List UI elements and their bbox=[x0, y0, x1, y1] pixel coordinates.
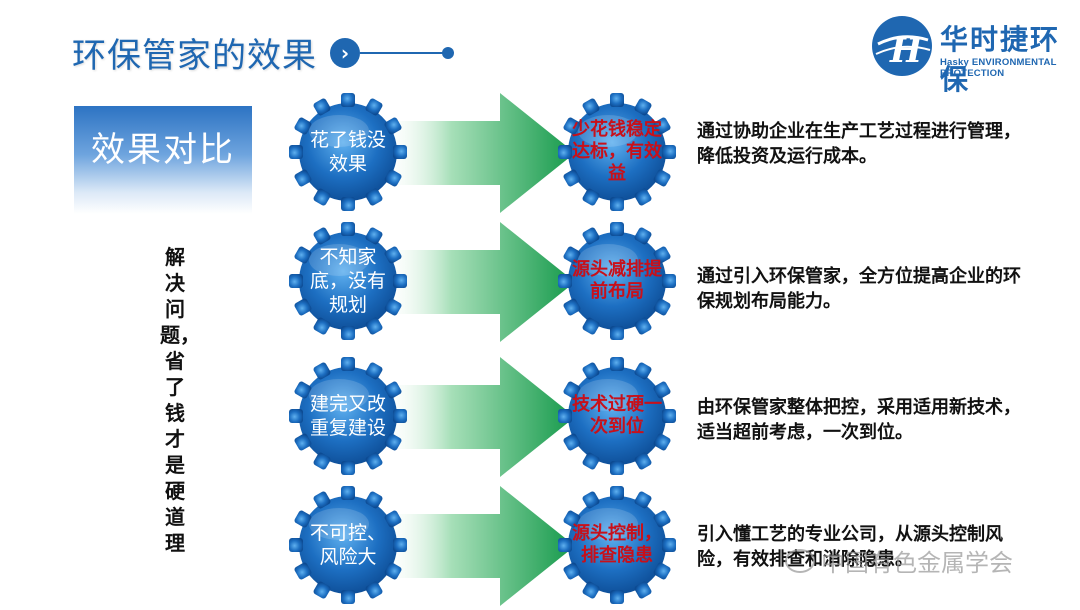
problem-gear: 花了钱没效果 bbox=[287, 91, 409, 213]
result-text: 源头控制，排查隐患 bbox=[572, 523, 662, 566]
comparison-row-3: 建完又改重复建设 技术过硬一次到位 由环保管家整体把控，采用适用新技术，适当超前… bbox=[0, 357, 1080, 477]
result-text: 技术过硬一次到位 bbox=[572, 394, 662, 437]
watermark: 中国有色金属学会 bbox=[785, 543, 1013, 578]
arrow-right-icon bbox=[385, 93, 575, 213]
result-gear: 源头减排提前布局 bbox=[556, 220, 678, 342]
result-text: 少花钱稳定达标，有效益 bbox=[572, 119, 662, 184]
brand-name-en: Hasky ENVIRONMENTAL PROTECTION bbox=[940, 57, 1057, 79]
brand-name-cn: 华时捷环保 bbox=[940, 23, 1061, 96]
problem-gear: 建完又改重复建设 bbox=[287, 355, 409, 477]
svg-text:H: H bbox=[889, 31, 924, 71]
row-description: 由环保管家整体把控，采用适用新技术，适当超前考虑，一次到位。 bbox=[697, 397, 1021, 443]
title-underline bbox=[360, 52, 446, 54]
result-gear: 技术过硬一次到位 bbox=[556, 355, 678, 477]
side-note: 解决问题，省了钱才是硬道理 bbox=[160, 245, 200, 555]
row-description: 通过引入环保管家，全方位提高企业的环保规划布局能力。 bbox=[697, 266, 1021, 312]
arrow-right-icon bbox=[385, 357, 575, 477]
problem-text: 花了钱没效果 bbox=[309, 129, 386, 175]
arrow-right-icon bbox=[385, 486, 575, 606]
page-title: 环保管家的效果 bbox=[72, 36, 317, 76]
comparison-row-1: 花了钱没效果 少花钱稳定达标，有效益 通过协助企业在生产工艺过程进行管理，降低投… bbox=[0, 93, 1080, 213]
watermark-text: 中国有色金属学会 bbox=[821, 549, 1013, 577]
comparison-row-2: 不知家底，没有规划 源头减排提前布局 通过引入环保管家，全方位提高企业的环保规划… bbox=[0, 222, 1080, 342]
chevron-right-icon: › bbox=[330, 38, 360, 68]
arrow-right-icon bbox=[385, 222, 575, 342]
problem-gear: 不知家底，没有规划 bbox=[287, 220, 409, 342]
row-description: 通过协助企业在生产工艺过程进行管理，降低投资及运行成本。 bbox=[697, 121, 1021, 167]
result-text: 源头减排提前布局 bbox=[572, 259, 662, 302]
problem-text: 不知家底，没有规划 bbox=[309, 246, 386, 316]
wechat-icon bbox=[785, 548, 815, 573]
problem-text: 不可控、风险大 bbox=[309, 522, 386, 568]
comparison-row-4: 不可控、风险大 源头控制，排查隐患 引入懂工艺的专业公司，从源头控制风险，有效排… bbox=[0, 486, 1080, 606]
result-gear: 源头控制，排查隐患 bbox=[556, 484, 678, 606]
title-dot bbox=[442, 47, 454, 59]
problem-gear: 不可控、风险大 bbox=[287, 484, 409, 606]
problem-text: 建完又改重复建设 bbox=[309, 393, 386, 439]
brand-logo-icon: H bbox=[872, 16, 932, 76]
compare-label-box: 效果对比 bbox=[74, 106, 252, 214]
result-gear: 少花钱稳定达标，有效益 bbox=[556, 91, 678, 213]
